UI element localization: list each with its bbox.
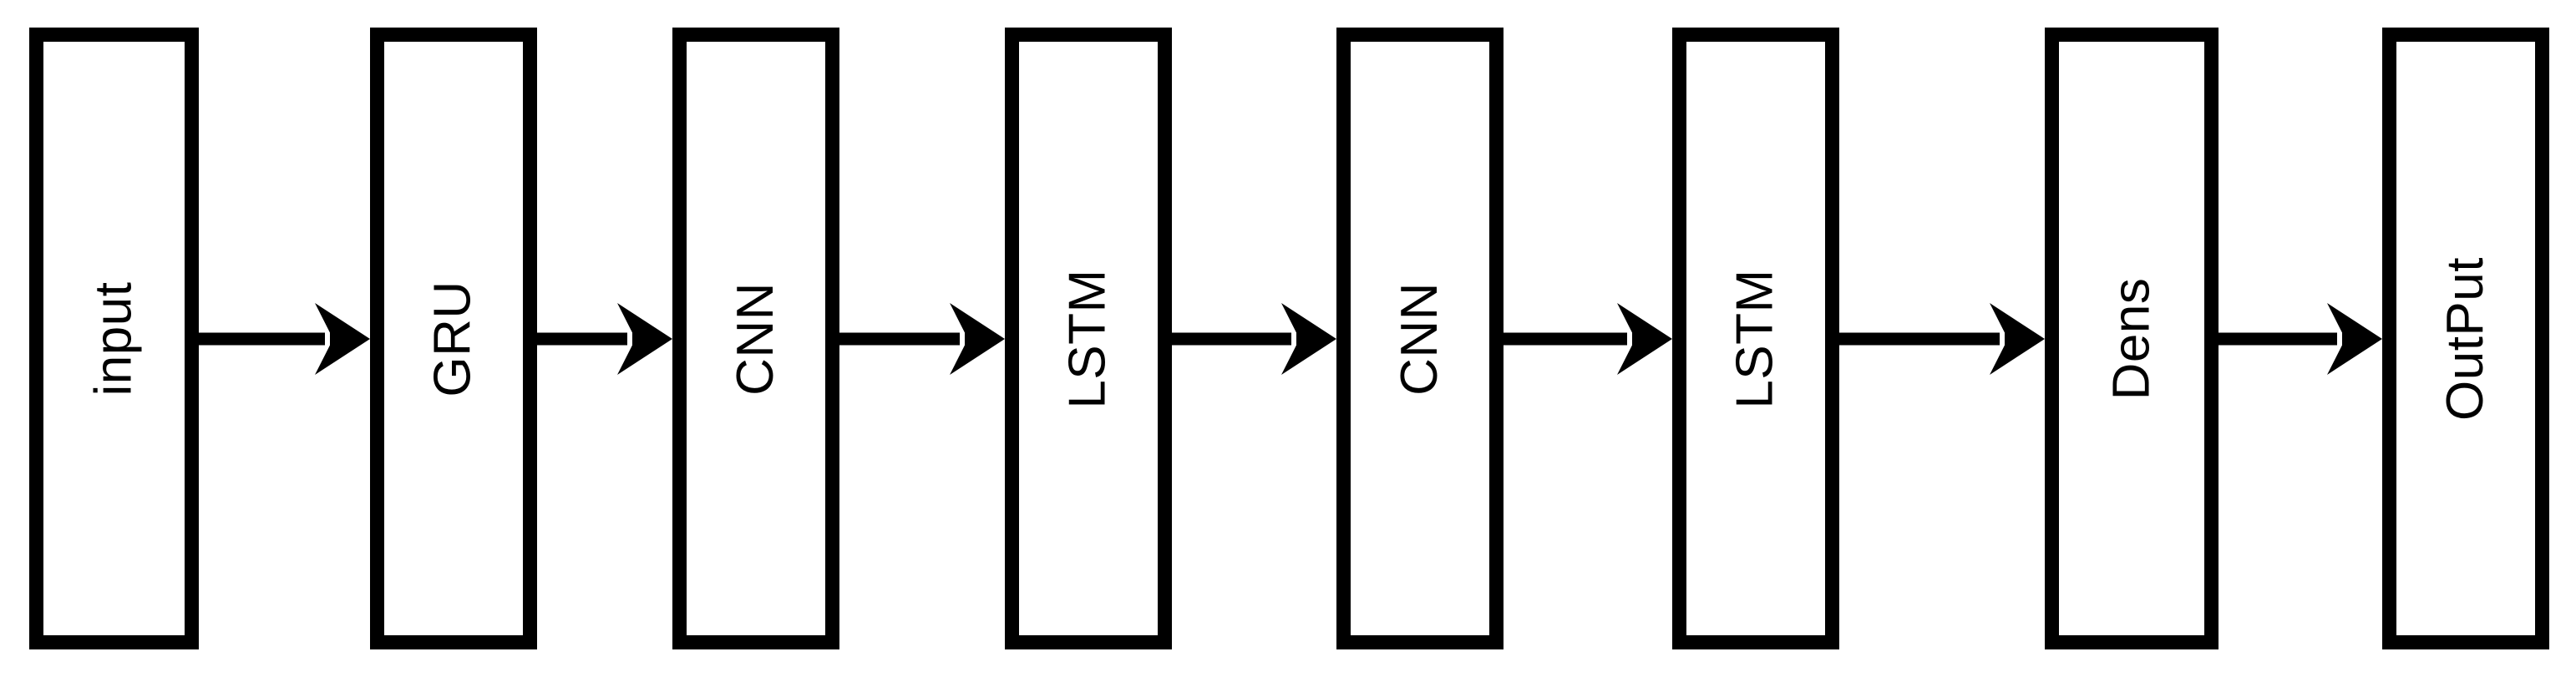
arrow-shaft	[2219, 332, 2337, 346]
flow-arrow-n1-to-n2	[199, 303, 370, 375]
arrow-head	[1617, 303, 1672, 375]
layer-node-dens[interactable]: Dens	[2045, 28, 2219, 649]
layer-node-label: CNN	[1390, 281, 1448, 396]
flow-arrow-n2-to-n3	[537, 303, 672, 375]
arrow-shaft	[537, 332, 627, 346]
arrow-shaft	[1839, 332, 2000, 346]
layer-node-label: GRU	[424, 280, 482, 397]
layer-node-cnn[interactable]: CNN	[672, 28, 839, 649]
arrow-shaft	[1504, 332, 1627, 346]
flow-arrow-n5-to-n6	[1504, 303, 1672, 375]
arrow-head	[617, 303, 672, 375]
layer-node-input[interactable]: input	[29, 28, 199, 649]
arrow-head	[1281, 303, 1336, 375]
arrow-head	[2327, 303, 2382, 375]
arrow-head	[1990, 303, 2045, 375]
flow-arrow-n4-to-n5	[1172, 303, 1336, 375]
layer-node-output[interactable]: OutPut	[2382, 28, 2549, 649]
arrow-shaft	[1172, 332, 1291, 346]
layer-node-cnn[interactable]: CNN	[1336, 28, 1504, 649]
layer-node-label: input	[84, 281, 143, 396]
arrow-head	[950, 303, 1005, 375]
layer-node-label: OutPut	[2437, 256, 2494, 421]
layer-node-label: CNN	[726, 281, 784, 396]
layer-node-lstm[interactable]: LSTM	[1672, 28, 1839, 649]
arrow-shaft	[199, 332, 325, 346]
arrow-head	[315, 303, 370, 375]
flow-arrow-n7-to-n8	[2219, 303, 2382, 375]
flow-arrow-n6-to-n7	[1839, 303, 2045, 375]
flow-arrow-n3-to-n4	[839, 303, 1005, 375]
layer-node-lstm[interactable]: LSTM	[1005, 28, 1172, 649]
layer-node-label: LSTM	[1727, 268, 1785, 409]
layer-node-label: Dens	[2102, 277, 2160, 400]
layer-node-gru[interactable]: GRU	[370, 28, 537, 649]
layer-node-label: LSTM	[1059, 268, 1118, 409]
arrow-shaft	[839, 332, 960, 346]
